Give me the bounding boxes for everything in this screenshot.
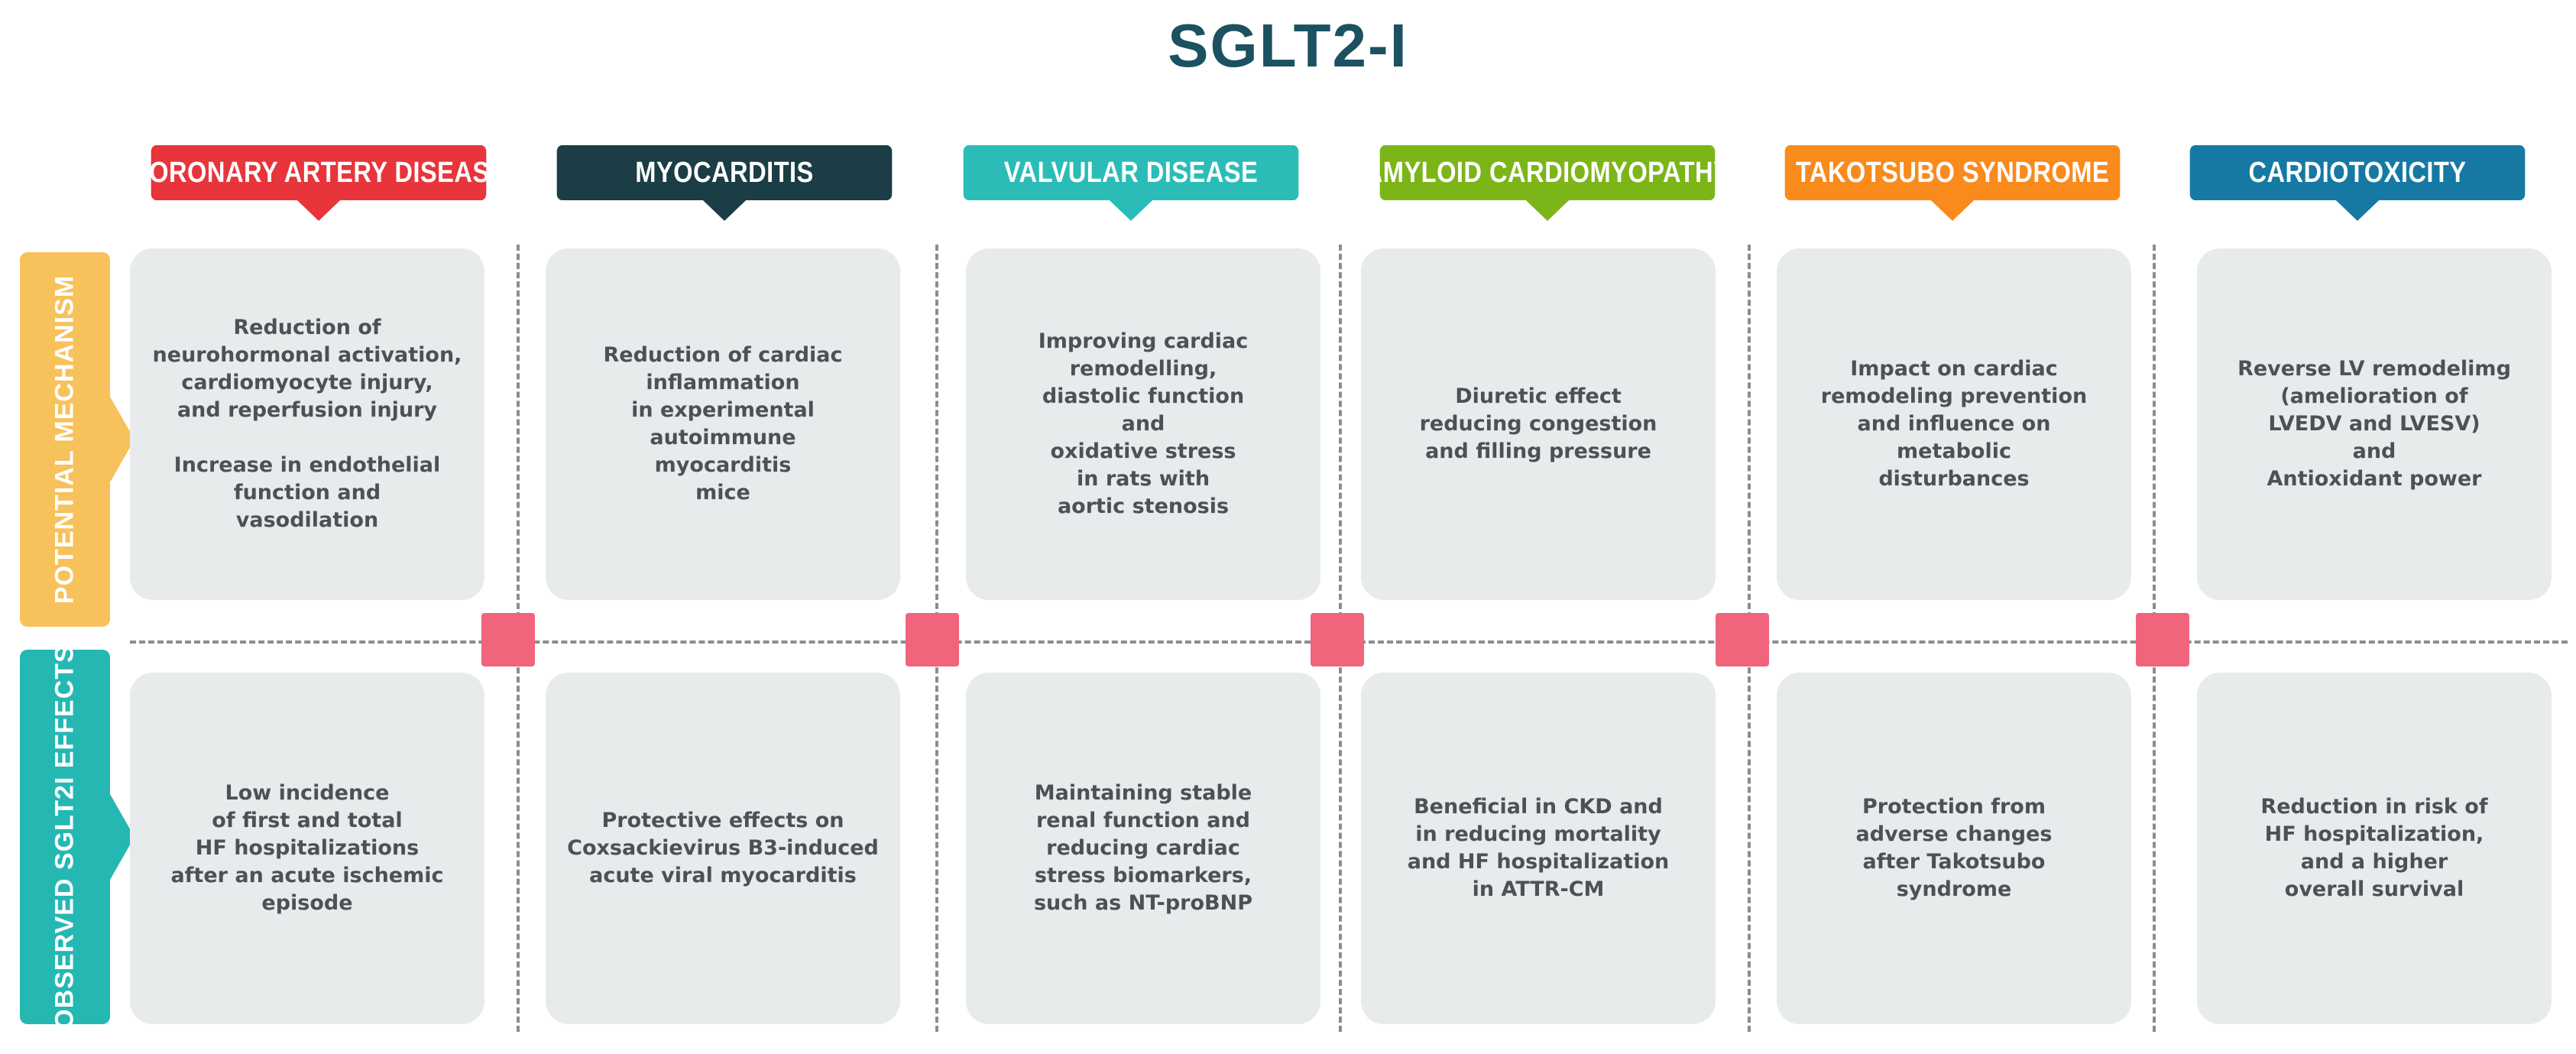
effect-box-coronary: Low incidence of first and total HF hosp… — [130, 673, 484, 1024]
row-label-observed-effects: OBSERVED SGLT2I EFFECTS — [20, 644, 134, 1030]
effect-text: Maintaining stable renal function and re… — [1033, 781, 1253, 915]
row-label-potential-mechanism: POTENTIAL MECHANISM — [20, 252, 134, 627]
mechanism-box-valvular: Improving cardiac remodelling, diastolic… — [966, 248, 1320, 600]
header-valvular-disease: VALVULAR DISEASE — [963, 145, 1299, 221]
row-label-text: POTENTIAL MECHANISM — [50, 274, 79, 605]
mechanism-box-cardiotoxicity: Reverse LV remodelimg (amelioration of L… — [2197, 248, 2552, 600]
effect-box-valvular: Maintaining stable renal function and re… — [966, 673, 1320, 1024]
header-coronary-artery-disease: CORONARY ARTERY DISEASE — [131, 145, 506, 221]
mechanism-text: Reverse LV remodelimg (amelioration of L… — [2237, 357, 2511, 491]
effect-box-takotsubo: Protection from adverse changes after Ta… — [1777, 673, 2131, 1024]
mechanism-box-amyloid: Diuretic effect reducing congestion and … — [1361, 248, 1716, 600]
effect-box-cardiotoxicity: Reduction in risk of HF hospitalization,… — [2197, 673, 2552, 1024]
junction-marker — [481, 613, 535, 666]
effect-text: Reduction in risk of HF hospitalization,… — [2260, 795, 2488, 901]
header-myocarditis: MYOCARDITIS — [556, 145, 893, 221]
mechanism-box-takotsubo: Impact on cardiac remodeling prevention … — [1777, 248, 2131, 600]
effect-text: Protection from adverse changes after Ta… — [1855, 795, 2053, 901]
effect-box-myocarditis: Protective effects on Coxsackievirus B3-… — [546, 673, 900, 1024]
mechanism-text: Reduction of cardiac inflammation in exp… — [603, 343, 843, 504]
junction-marker — [1716, 613, 1769, 666]
junction-marker — [2136, 613, 2189, 666]
effect-text: Low incidence of first and total HF hosp… — [170, 781, 444, 915]
header-takotsubo-syndrome: TAKOTSUBO SYNDROME — [1784, 145, 2121, 221]
mechanism-text: Diuretic effect reducing congestion and … — [1419, 384, 1657, 463]
effect-text: Beneficial in CKD and in reducing mortal… — [1407, 795, 1670, 901]
effect-text: Protective effects on Coxsackievirus B3-… — [567, 809, 879, 887]
header-cardiotoxicity: CARDIOTOXICITY — [2189, 145, 2526, 221]
junction-marker — [1311, 613, 1364, 666]
diagram-title: SGLT2-I — [1168, 11, 1408, 79]
mechanism-text: Impact on cardiac remodeling prevention … — [1820, 357, 2088, 491]
header-amyloid-cardiomyopathy: AMYLOID CARDIOMYOPATHY — [1365, 145, 1730, 221]
mechanism-text: Reduction of neurohormonal activation, c… — [152, 316, 462, 532]
mechanism-box-myocarditis: Reduction of cardiac inflammation in exp… — [546, 248, 900, 600]
mechanism-box-coronary: Reduction of neurohormonal activation, c… — [130, 248, 484, 600]
mechanism-text: Improving cardiac remodelling, diastolic… — [1038, 329, 1249, 518]
junction-marker — [906, 613, 959, 666]
row-label-text: OBSERVED SGLT2I EFFECTS — [50, 644, 79, 1030]
effect-box-amyloid: Beneficial in CKD and in reducing mortal… — [1361, 673, 1716, 1024]
